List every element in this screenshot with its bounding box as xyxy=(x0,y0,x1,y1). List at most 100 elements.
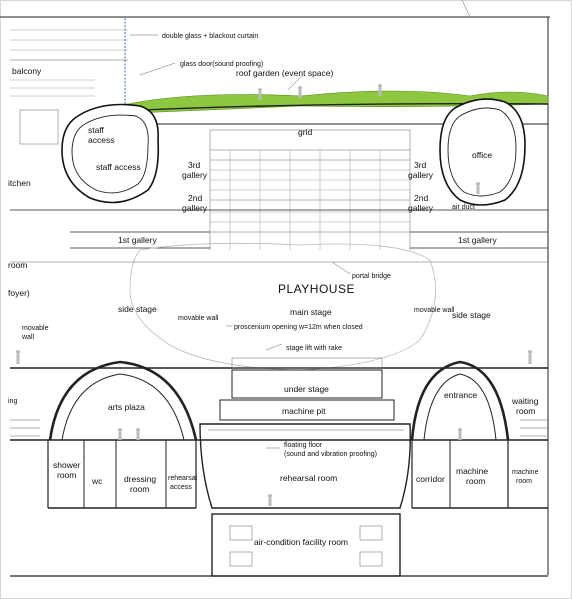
mw-far-2: wall xyxy=(21,334,35,341)
machine-room-2: room xyxy=(466,476,485,486)
lower-rooms xyxy=(47,440,548,509)
label-portal-bridge: portal bridge xyxy=(352,273,391,280)
rehearsal-room-shell xyxy=(199,423,411,509)
label-under-stage: under stage xyxy=(284,384,329,394)
shower-1: shower xyxy=(53,460,81,470)
label-machine-pit: machine pit xyxy=(282,406,326,416)
staff-access-small-line1: staff xyxy=(88,125,105,135)
label-first-gallery-left: 1st gallery xyxy=(118,235,157,245)
sg-l-2: gallery xyxy=(182,203,208,213)
ac-unit-3 xyxy=(229,551,253,567)
dressing-2: room xyxy=(130,484,149,494)
arts-plaza-arch-inner xyxy=(61,373,185,441)
office-pod xyxy=(439,98,526,206)
arts-plaza-arch xyxy=(48,360,198,441)
label-staff-access: staff access xyxy=(96,162,141,172)
label-arts-plaza: arts plaza xyxy=(108,402,145,412)
label-machine-room-small: machine room xyxy=(512,469,540,485)
label-room-foyer: room foyer) xyxy=(8,260,30,298)
label-balcony: balcony xyxy=(12,66,42,76)
label-shower-room: shower room xyxy=(53,460,83,480)
label-movable-wall-far: movable wall xyxy=(21,325,50,341)
mw-far-1: movable xyxy=(22,325,49,332)
sg-r-2: gallery xyxy=(408,203,434,213)
staff-access-pod xyxy=(61,103,160,204)
tg-r-1: 3rd xyxy=(414,160,427,170)
under-stage-box xyxy=(231,369,383,399)
floating-floor-1: floating floor xyxy=(284,442,323,449)
label-air-duct: air duct xyxy=(452,204,475,211)
label-stage-lift: stage lift with rake xyxy=(286,345,342,352)
label-second-gallery-right: 2nd gallery xyxy=(408,193,434,213)
label-grid: grid xyxy=(298,127,312,137)
entrance-arch-inner xyxy=(423,373,497,441)
floating-floor-2: (sound and vibration proofing) xyxy=(284,451,377,458)
room-foyer-1: room xyxy=(8,260,27,270)
balcony-railings xyxy=(10,29,128,97)
room-foyer-2: foyer) xyxy=(8,288,30,298)
sg-r-1: 2nd xyxy=(414,193,428,203)
machine-pit-box xyxy=(219,399,395,421)
ac-unit-1 xyxy=(229,525,253,541)
roof-garden-green xyxy=(109,90,549,115)
grid-deck xyxy=(209,129,411,151)
label-third-gallery-left: 3rd gallery xyxy=(182,160,208,180)
label-movable-wall-left: movable wall xyxy=(178,315,219,322)
label-floating-floor: floating floor (sound and vibration proo… xyxy=(284,442,377,458)
label-rehearsal-access: rehearsal access xyxy=(168,475,199,491)
label-staff-access-small: staff access xyxy=(88,125,114,145)
label-office: office xyxy=(472,150,492,160)
label-entrance: entrance xyxy=(444,390,477,400)
label-wc: wc xyxy=(91,476,103,486)
label-glass-door: glass door(sound proofing) xyxy=(180,61,263,68)
shower-2: room xyxy=(57,470,76,480)
playhouse-volume xyxy=(129,242,436,371)
office-inner xyxy=(447,107,517,197)
label-first-gallery-right: 1st gallery xyxy=(458,235,497,245)
balcony-box xyxy=(19,109,59,145)
gallery-grid xyxy=(209,150,411,250)
tg-l-2: gallery xyxy=(182,170,208,180)
waiting-room-1: waiting xyxy=(511,396,539,406)
label-movable-wall-right: movable wall xyxy=(414,307,455,314)
people-figures xyxy=(16,84,532,506)
label-side-stage-right: side stage xyxy=(452,310,491,320)
label-kitchen: itchen xyxy=(8,178,31,188)
label-rehearsal-room: rehearsal room xyxy=(280,473,337,483)
dressing-1: dressing xyxy=(124,474,156,484)
staff-access-small-line2: access xyxy=(88,135,114,145)
staff-access-inner xyxy=(71,114,149,194)
ac-unit-4 xyxy=(359,551,383,567)
tg-l-1: 3rd xyxy=(188,160,201,170)
machine-room-small-2: room xyxy=(516,478,532,485)
top-right-tick xyxy=(461,0,471,18)
label-second-gallery-left: 2nd gallery xyxy=(182,193,208,213)
label-third-gallery-right: 3rd gallery xyxy=(408,160,434,180)
waiting-room-2: room xyxy=(516,406,535,416)
label-waiting-room: waiting room xyxy=(511,396,541,416)
stage-lift xyxy=(231,357,383,369)
leader-lines xyxy=(130,34,351,449)
label-corridor: corridor xyxy=(416,474,445,484)
ac-unit-2 xyxy=(359,525,383,541)
label-double-glass: double glass + blackout curtain xyxy=(162,33,258,40)
machine-room-1: machine xyxy=(456,466,488,476)
label-air-condition: air-condition facility room xyxy=(254,537,348,547)
label-dressing-room: dressing room xyxy=(124,474,159,494)
reh-access-1: rehearsal xyxy=(168,475,198,482)
label-side-stage-left: side stage xyxy=(118,304,157,314)
label-proscenium: proscenium opening w=12m when closed xyxy=(234,324,363,331)
sg-l-1: 2nd xyxy=(188,193,202,203)
label-roof-garden: roof garden (event space) xyxy=(236,68,334,78)
stairs xyxy=(10,419,548,437)
reh-access-2: access xyxy=(170,484,192,491)
tg-r-2: gallery xyxy=(408,170,434,180)
label-machine-room: machine room xyxy=(456,466,491,486)
label-left-edge: ing xyxy=(8,398,17,405)
label-main-stage: main stage xyxy=(290,307,332,317)
machine-room-small-1: machine xyxy=(512,469,539,476)
entrance-arch xyxy=(410,360,510,441)
